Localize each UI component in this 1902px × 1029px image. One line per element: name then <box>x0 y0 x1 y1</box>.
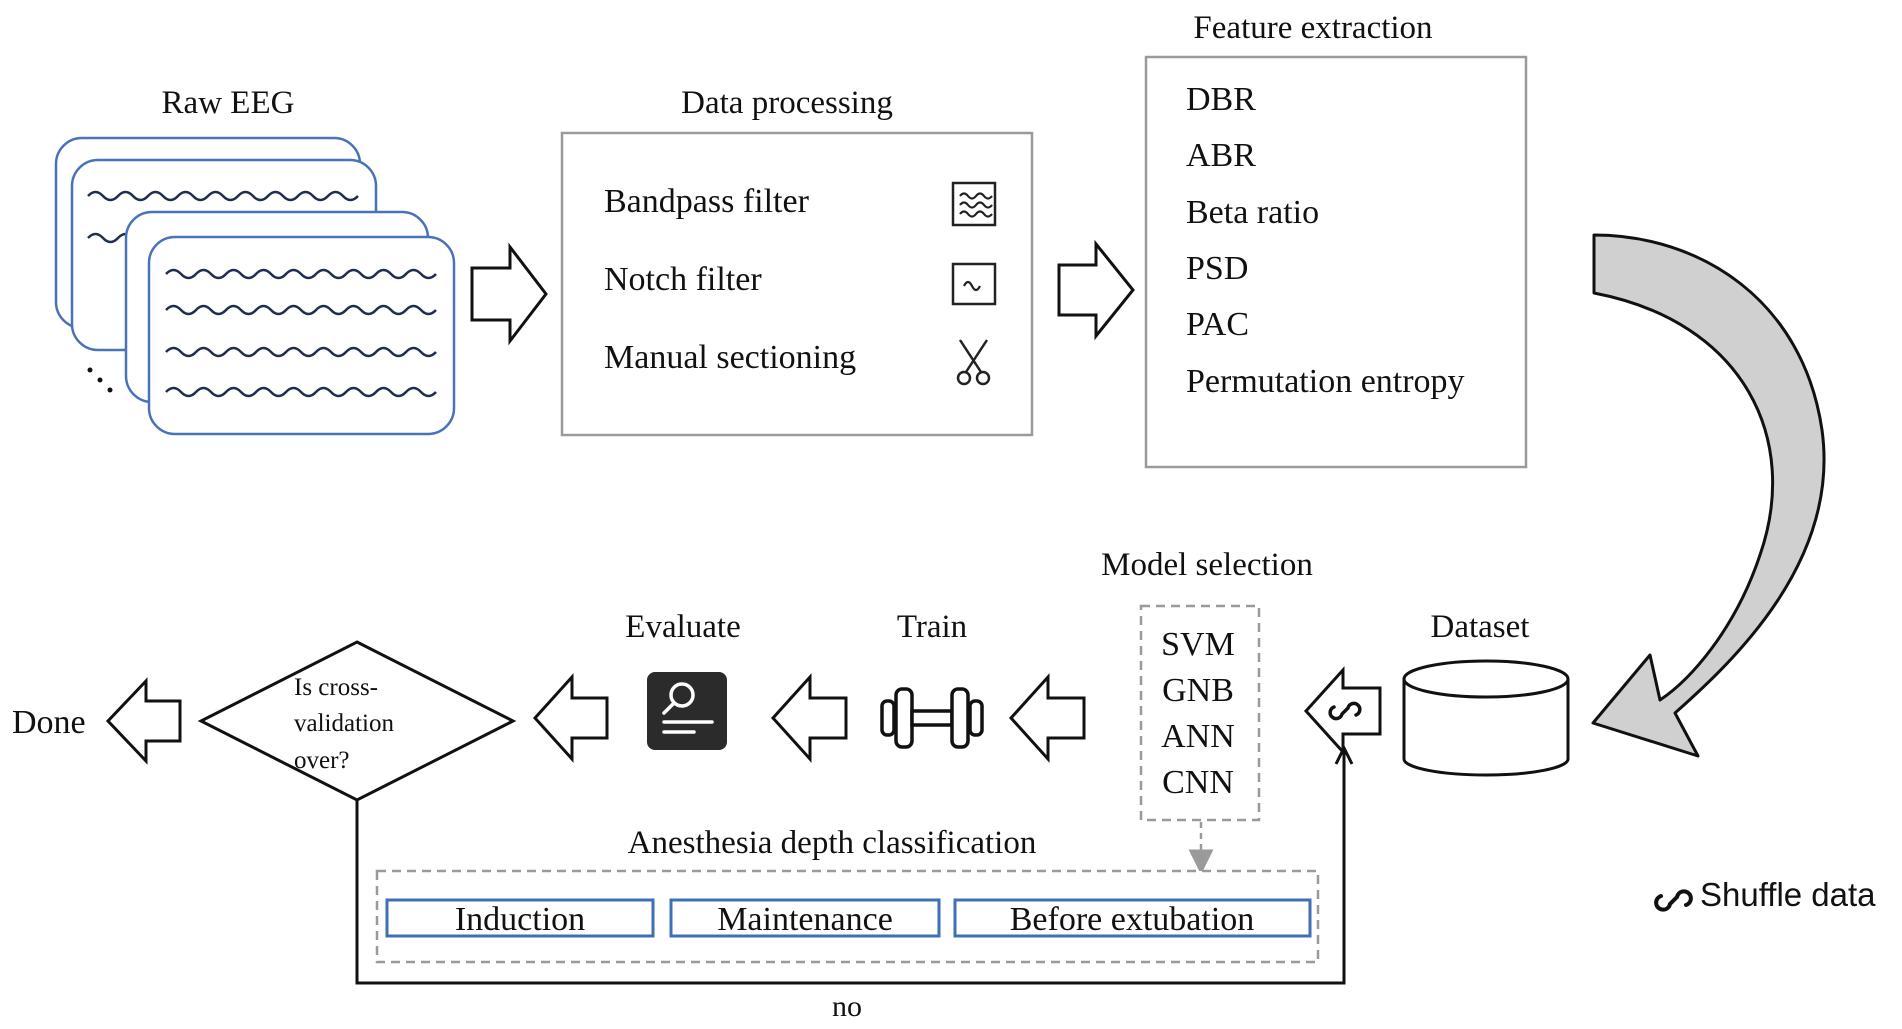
evaluate-icon <box>647 672 727 750</box>
legend-label: Shuffle data <box>1700 876 1876 913</box>
decision-block: Is cross- validation over? <box>197 640 517 802</box>
processing-item-sectioning: Manual sectioning <box>604 339 856 376</box>
feature-psd: PSD <box>1186 250 1248 287</box>
model-ann: ANN <box>1161 718 1235 755</box>
eeg-card-4-waves <box>165 268 437 398</box>
dataset-block: Dataset <box>1402 609 1570 777</box>
legend-shuffle-icon <box>1654 889 1693 912</box>
dataset-title: Dataset <box>1431 609 1530 645</box>
bandpass-filter-icon <box>951 181 997 227</box>
loop-line <box>355 752 1346 985</box>
processing-item-bandpass: Bandpass filter <box>604 183 810 220</box>
feature-beta-ratio: Beta ratio <box>1186 194 1319 231</box>
feature-abr: ABR <box>1186 137 1256 174</box>
done-label: Done <box>12 704 86 741</box>
stage-before-extubation-box <box>953 898 1312 938</box>
eeg-card-4-wave-1 <box>165 268 437 280</box>
feature-extraction-title: Feature extraction <box>1193 10 1432 46</box>
loop-label: no <box>832 990 862 1023</box>
raw-eeg-block: Raw EEG <box>54 85 456 436</box>
dataset-cylinder-top <box>1402 659 1570 699</box>
arrow-train-to-evaluate <box>770 673 848 763</box>
classification-title: Anesthesia depth classification <box>628 825 1037 861</box>
loop-back: no <box>355 744 1354 1023</box>
stage-induction: Induction <box>455 901 585 938</box>
stage-induction-box <box>385 898 655 938</box>
data-processing-block: Data processing Bandpass filter Notch fi… <box>560 85 1034 437</box>
shuffle-arrow <box>1303 666 1382 756</box>
eeg-card-4-wave-3 <box>165 346 437 358</box>
model-cnn: CNN <box>1162 764 1234 801</box>
arrow-evaluate-to-decision <box>532 673 609 763</box>
feature-pac: PAC <box>1186 306 1249 343</box>
processing-item-notch: Notch filter <box>604 261 762 298</box>
arrow-models-to-train <box>1008 673 1086 763</box>
model-gnb: GNB <box>1162 672 1234 709</box>
feature-extraction-block: Feature extraction DBR ABR Beta ratio PS… <box>1144 10 1528 469</box>
arrow-processing-to-features <box>1057 239 1135 341</box>
decision-line-2: validation <box>294 710 394 737</box>
stage-before-extubation: Before extubation <box>1010 901 1255 938</box>
decision-line-1: Is cross- <box>294 674 378 701</box>
scissors-icon <box>956 339 991 386</box>
dumbbell-icon <box>880 687 984 749</box>
raw-eeg-title: Raw EEG <box>162 85 295 121</box>
feature-permutation-entropy: Permutation entropy <box>1186 363 1465 400</box>
legend: Shuffle data <box>1654 876 1876 913</box>
arrow-decision-to-done <box>105 677 182 765</box>
evaluate-title: Evaluate <box>625 609 740 645</box>
eeg-card-4-wave-4 <box>165 386 437 398</box>
shuffle-icon <box>1328 701 1362 721</box>
stage-maintenance: Maintenance <box>717 901 893 938</box>
data-processing-title: Data processing <box>681 85 893 121</box>
train-block: Train <box>880 609 984 749</box>
model-selection-box <box>1139 604 1261 822</box>
evaluate-block: Evaluate <box>625 609 741 750</box>
more-dots <box>87 367 113 393</box>
feature-extraction-box <box>1144 55 1528 469</box>
eeg-card-4 <box>147 235 456 436</box>
decision-line-3: over? <box>294 747 350 774</box>
curved-arrow-to-dataset <box>1591 233 1826 758</box>
model-selection-block: Model selection SVM GNB ANN CNN <box>1101 547 1313 875</box>
classification-block: Anesthesia depth classification Inductio… <box>375 825 1320 964</box>
dataset-cylinder-body <box>1402 679 1570 777</box>
eeg-card-2-wave-1 <box>87 190 359 202</box>
model-svm: SVM <box>1161 626 1235 663</box>
feature-dbr: DBR <box>1186 81 1256 118</box>
notch-filter-icon <box>951 262 997 306</box>
model-selection-title: Model selection <box>1101 547 1313 583</box>
stage-maintenance-box <box>669 898 941 938</box>
eeg-card-4-wave-2 <box>165 304 437 316</box>
train-title: Train <box>897 609 967 645</box>
loop-arrowhead <box>1334 744 1354 765</box>
arrow-raw-to-processing <box>470 242 548 346</box>
